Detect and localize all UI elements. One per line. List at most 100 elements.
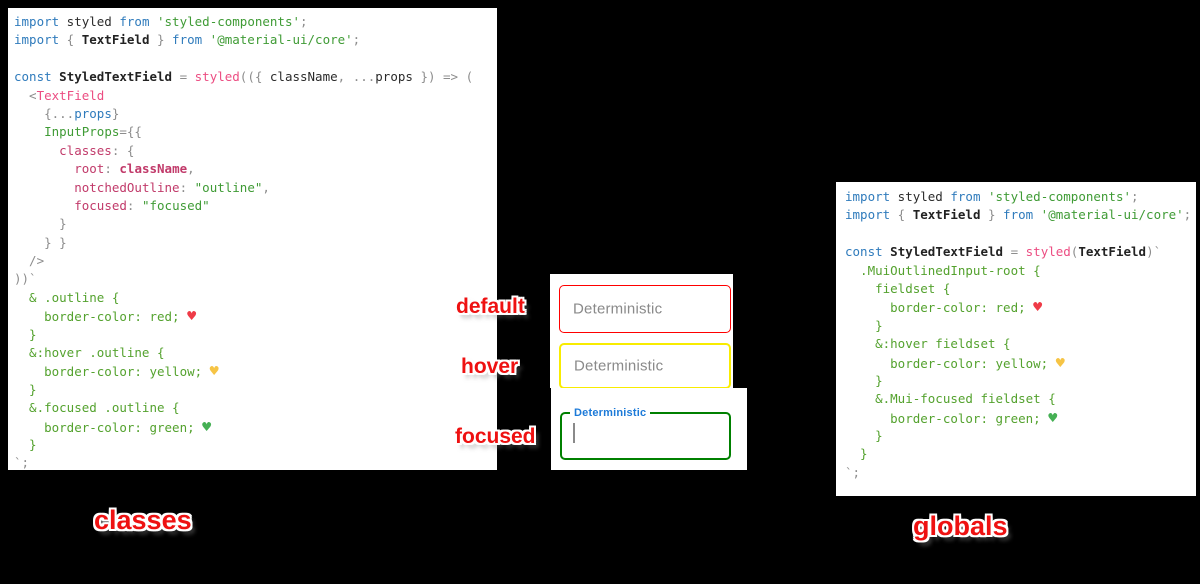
code-line: const StyledTextField = styled(TextField… bbox=[845, 243, 1196, 261]
code-token bbox=[14, 198, 74, 213]
code-line: classes: { bbox=[14, 142, 497, 160]
code-token: } bbox=[14, 216, 67, 232]
code-line: fieldset { bbox=[845, 280, 1196, 298]
text-cursor-icon bbox=[573, 423, 575, 443]
code-token: TextField bbox=[81, 32, 150, 48]
heart-icon: ♥ bbox=[202, 417, 212, 436]
code-token: : bbox=[126, 197, 142, 213]
code-token: ={{ bbox=[119, 124, 142, 140]
label-classes: classes bbox=[94, 505, 192, 535]
code-line: } bbox=[845, 372, 1196, 390]
code-line: notchedOutline: "outline", bbox=[14, 179, 497, 197]
code-token: styled bbox=[194, 69, 240, 85]
code-token: = bbox=[1010, 244, 1026, 260]
textfield-demo-panel-bottom: Deterministic bbox=[551, 388, 747, 470]
code-line: import { TextField } from '@material-ui/… bbox=[14, 31, 497, 49]
code-token bbox=[14, 161, 74, 176]
code-token: styled bbox=[890, 189, 951, 204]
code-token: } bbox=[845, 317, 883, 333]
code-line: &:hover .outline { bbox=[14, 344, 497, 362]
code-line: border-color: green; ♥ bbox=[845, 409, 1196, 427]
code-token: < bbox=[14, 87, 37, 103]
code-token: } bbox=[14, 436, 37, 452]
code-token: : bbox=[179, 179, 195, 195]
code-token: : { bbox=[111, 142, 135, 158]
code-line: import styled from 'styled-components'; bbox=[14, 13, 497, 31]
heart-icon: ♥ bbox=[1033, 298, 1043, 317]
code-token: ; bbox=[1131, 189, 1139, 204]
code-line: root: className, bbox=[14, 160, 497, 178]
code-token: border-color: yellow; bbox=[845, 355, 1056, 371]
code-token: from bbox=[1003, 207, 1034, 223]
code-token: props bbox=[74, 105, 112, 121]
code-token: (({ bbox=[239, 69, 270, 85]
code-token: } bbox=[845, 446, 868, 462]
code-token: classes bbox=[59, 142, 112, 158]
code-token: '@material-ui/core' bbox=[1033, 207, 1184, 223]
code-token: `; bbox=[845, 464, 861, 480]
code-token bbox=[14, 143, 59, 158]
label-hover: hover bbox=[461, 355, 519, 378]
right-code-panel: import styled from 'styled-components';i… bbox=[836, 182, 1196, 496]
code-token: const bbox=[14, 69, 52, 85]
code-token: } } bbox=[14, 234, 67, 250]
heart-icon: ♥ bbox=[209, 362, 219, 381]
code-token: 'styled-components' bbox=[980, 189, 1131, 204]
textfield-focused[interactable]: Deterministic bbox=[560, 406, 731, 460]
textfield-focused-label: Deterministic bbox=[570, 406, 651, 420]
code-token: { bbox=[890, 207, 913, 223]
code-token: ; bbox=[300, 14, 308, 29]
code-token: &:hover fieldset { bbox=[845, 336, 1011, 352]
code-token: className bbox=[269, 69, 338, 85]
code-token: ( bbox=[1070, 244, 1079, 260]
code-token: &:hover .outline { bbox=[14, 345, 165, 361]
code-token: {... bbox=[14, 105, 75, 121]
code-token: border-color: green; bbox=[845, 410, 1049, 426]
code-token: : bbox=[104, 161, 120, 177]
heart-icon: ♥ bbox=[1055, 353, 1065, 372]
code-token: } bbox=[111, 105, 120, 121]
code-token: { bbox=[59, 32, 82, 48]
left-code-panel: import styled from 'styled-components';i… bbox=[8, 8, 497, 470]
code-token: notchedOutline bbox=[74, 179, 180, 195]
code-token: '@material-ui/core' bbox=[202, 32, 353, 48]
code-token: from bbox=[172, 32, 203, 48]
code-line: {...props} bbox=[14, 105, 497, 123]
code-line: .MuiOutlinedInput-root { bbox=[845, 262, 1196, 280]
code-token: styled bbox=[59, 14, 120, 29]
code-token: import bbox=[14, 14, 60, 29]
code-token: fieldset { bbox=[845, 280, 951, 296]
code-token: ; bbox=[352, 32, 361, 48]
code-token: import bbox=[14, 32, 60, 48]
code-token: ; bbox=[1183, 207, 1192, 223]
code-line: } bbox=[845, 445, 1196, 463]
code-line: focused: "focused" bbox=[14, 197, 497, 215]
code-line: } bbox=[845, 317, 1196, 335]
code-line: import { TextField } from '@material-ui/… bbox=[845, 206, 1196, 224]
code-token: ))` bbox=[14, 271, 37, 287]
code-line: border-color: green; ♥ bbox=[14, 418, 497, 436]
code-token: "outline" bbox=[194, 179, 263, 195]
code-line: border-color: red; ♥ bbox=[14, 307, 497, 325]
code-line: ))` bbox=[14, 270, 497, 288]
code-line: &.focused .outline { bbox=[14, 399, 497, 417]
code-line: InputProps={{ bbox=[14, 123, 497, 141]
code-line: `; bbox=[845, 464, 1196, 482]
textfield-hover[interactable]: Deterministic bbox=[559, 343, 731, 389]
code-token: from bbox=[950, 189, 981, 204]
heart-icon: ♥ bbox=[1048, 408, 1058, 427]
code-token: styled bbox=[1025, 244, 1071, 260]
code-line: } bbox=[14, 381, 497, 399]
code-token: border-color: red; bbox=[845, 300, 1034, 316]
code-line bbox=[845, 225, 1196, 243]
textfield-default[interactable]: Deterministic bbox=[559, 285, 731, 333]
code-line: const StyledTextField = styled(({ classN… bbox=[14, 68, 497, 86]
code-token: /> bbox=[14, 253, 45, 269]
code-token: StyledTextField bbox=[882, 244, 1011, 260]
code-line: import styled from 'styled-components'; bbox=[845, 188, 1196, 206]
code-token: } bbox=[980, 207, 1004, 223]
code-token: `; bbox=[14, 455, 30, 470]
code-token: border-color: red; bbox=[14, 309, 188, 325]
code-token: = bbox=[179, 69, 195, 85]
